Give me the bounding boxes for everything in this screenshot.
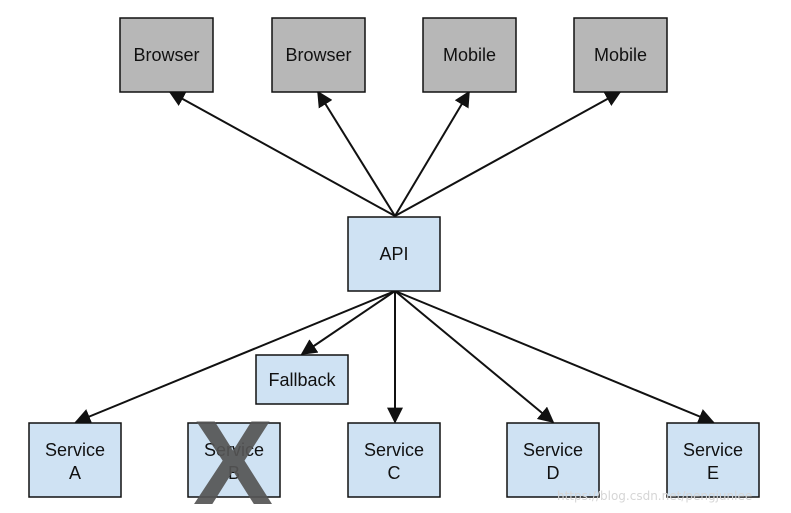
api-label: API xyxy=(379,244,408,264)
arrow-api-to-browser-1 xyxy=(168,91,396,217)
fallback-node: Fallback xyxy=(255,354,349,405)
failure-mark-label: X xyxy=(193,396,273,513)
arrow-api-to-mobile-2 xyxy=(394,91,622,217)
service-e-node: Service E xyxy=(666,422,760,498)
service-label-line1: Service xyxy=(364,440,424,460)
service-label-line2: B xyxy=(228,463,240,483)
client-label: Browser xyxy=(133,45,199,65)
service-label-line2: C xyxy=(388,463,401,483)
service-label-line2: D xyxy=(547,463,560,483)
client-browser-2: Browser xyxy=(271,17,366,93)
service-label-line1: Service xyxy=(204,440,264,460)
client-label: Mobile xyxy=(594,45,647,65)
arrow-api-to-service-d xyxy=(394,290,555,424)
arrow-api-to-service-a xyxy=(74,290,396,424)
service-b-node: Service B xyxy=(187,422,281,498)
fallback-label: Fallback xyxy=(268,370,336,390)
client-browser-1: Browser xyxy=(119,17,214,93)
client-mobile-2: Mobile xyxy=(573,17,668,93)
arrow-api-to-service-e xyxy=(394,290,715,424)
client-label: Browser xyxy=(285,45,351,65)
client-arrows xyxy=(168,90,622,217)
service-c-node: Service C xyxy=(347,422,441,498)
service-arrows xyxy=(74,290,715,424)
service-label-line2: A xyxy=(69,463,81,483)
arrow-api-to-browser-2 xyxy=(317,90,396,217)
service-label-line1: Service xyxy=(683,440,743,460)
watermark-text: https://blog.csdn.net/pengjunlee xyxy=(557,489,752,503)
service-label-line2: E xyxy=(707,463,719,483)
service-a-node: Service A xyxy=(28,422,122,498)
service-label-line1: Service xyxy=(45,440,105,460)
api-node: API xyxy=(347,216,441,292)
x-mark-icon: X xyxy=(193,396,273,513)
arrow-api-to-mobile-1 xyxy=(394,90,470,217)
client-mobile-1: Mobile xyxy=(422,17,517,93)
service-d-node: Service D xyxy=(506,422,600,498)
arrow-api-to-fallback xyxy=(300,290,396,355)
service-label-line1: Service xyxy=(523,440,583,460)
client-label: Mobile xyxy=(443,45,496,65)
